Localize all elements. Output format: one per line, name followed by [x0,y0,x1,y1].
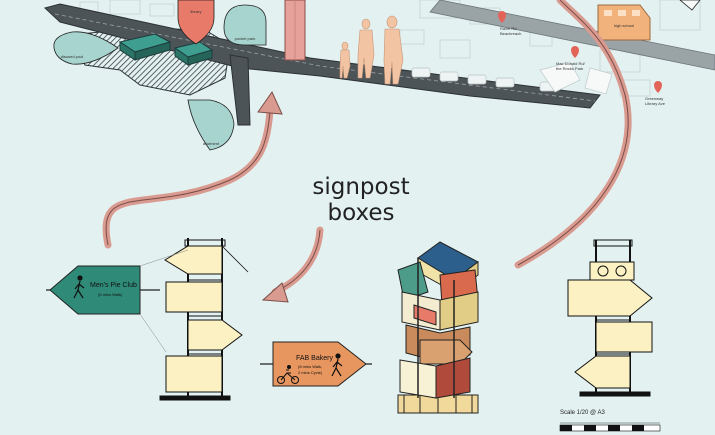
sign-bakery: FAB Bakery (8 mins Walk, 2 mins Cycle) [260,341,372,387]
pin-disused-pool-label: disused pool [61,54,84,59]
walking-person-icon [331,353,343,377]
white-building [539,61,581,93]
scale-label: Scale 1/20 @ A3 [560,410,605,416]
pie-club-distance: (5 mins Walk) [98,292,123,297]
box-bottom [165,355,223,393]
tower-box-red [435,357,471,399]
white-building-2 [584,67,613,95]
box-bench-top [589,261,635,281]
box-middle-right [595,321,653,353]
signpost-tower-color [397,241,479,414]
pin-disused-pool: disused pool [53,31,119,65]
connector-line-1 [139,249,189,267]
box-middle-1 [165,281,223,313]
bicycle-icon [277,365,299,384]
scale-bar [559,422,661,432]
high-school-building: high school [597,4,651,41]
diagram-title: signpost boxes [312,174,410,226]
bakery-distance-walk: (8 mins Walk, [298,364,322,369]
pie-club-name: Men's Pie Club [90,282,137,289]
signpost-frame-center [159,238,249,401]
poi-markers [498,11,662,93]
high-school-label: high school [614,23,634,28]
bakery-distance-cycle: 2 mins Cycle) [298,370,323,375]
connector-line-2 [139,313,167,353]
sign-pie-club: Men's Pie Club (5 mins Walk) [46,265,160,315]
pin-library: library [177,0,215,45]
signpost-frame-right [567,239,653,397]
pin-partial-topright [679,0,701,11]
parked-cars [411,67,559,92]
poi-marker-c [654,81,662,93]
pin-pocket-park: pocket park [223,4,267,46]
poi-label-b: Mac Donald Rd/the Rocks Park [556,61,586,71]
pin-allotment: allotment [187,99,235,151]
arrow-head-up [257,90,283,115]
arrow-left-up [102,106,274,249]
side-road [229,54,251,126]
poi-marker-a [498,11,506,23]
walking-person-icon [73,275,85,299]
bakery-name: FAB Bakery [296,355,333,362]
arrow-heads [257,90,289,303]
box-arrow-right-top [567,279,653,317]
tower-box-teal [397,261,429,301]
pin-pocket-park-label: pocket park [235,36,256,41]
teal-buildings [118,33,214,66]
pin-allotment-label: allotment [203,141,220,146]
box-arrow-left-top [164,245,223,275]
pin-library-label: library [191,9,202,14]
poi-marker-b [571,46,579,58]
box-arrow-right-middle [187,319,243,351]
pink-tower [284,0,306,61]
arrow-head-down [261,282,289,303]
people-silhouettes [339,15,404,85]
box-arrow-left-bottom [574,355,631,389]
